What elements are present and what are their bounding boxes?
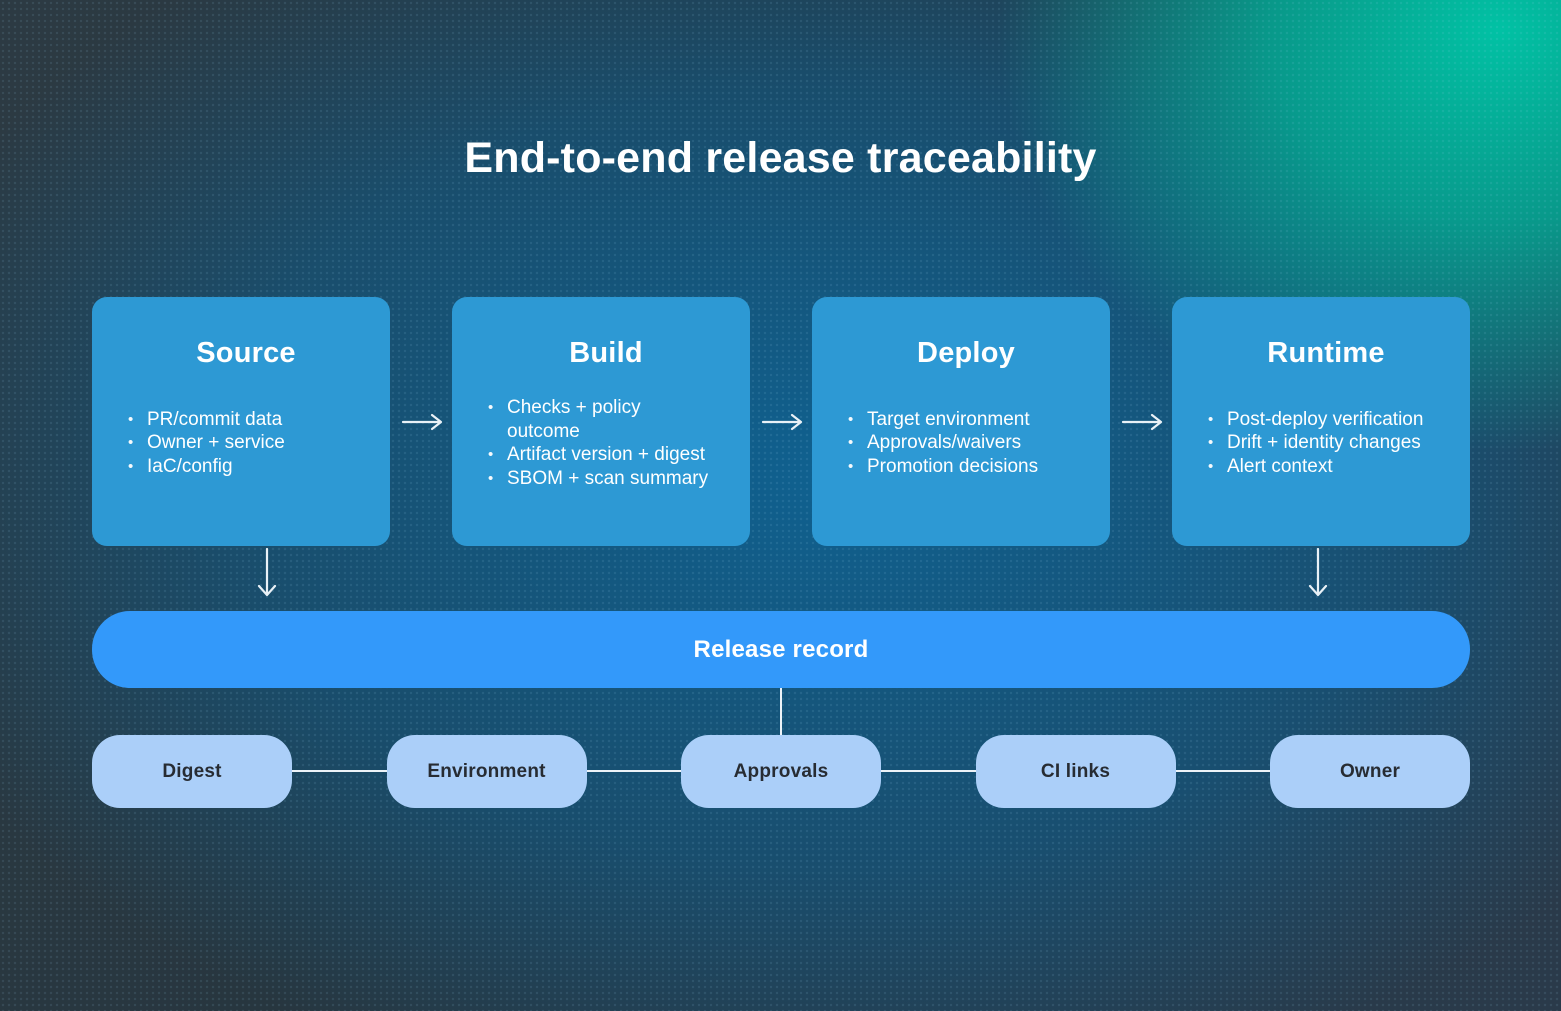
chip-label: CI links	[1040, 760, 1111, 782]
release-record-bar: Release record	[92, 611, 1470, 688]
arrow-down-icon	[257, 548, 277, 598]
stage-card-runtime: Runtime Post-deploy verification Drift +…	[1172, 297, 1470, 546]
stage-bullet: Post-deploy verification	[1208, 408, 1444, 432]
record-fields-row: Digest Environment Approvals CI links Ow…	[92, 735, 1470, 808]
stage-title: Runtime	[1267, 337, 1385, 369]
chip-ci-links: CI links	[975, 735, 1176, 808]
stage-bullet: Target environment	[848, 408, 1084, 432]
stage-bullet: Drift + identity changes	[1208, 431, 1444, 455]
stage-title: Build	[569, 337, 643, 369]
page-title: End-to-end release traceability	[464, 134, 1097, 182]
chip-label: Environment	[427, 760, 546, 782]
chip-label: Owner	[1339, 760, 1401, 782]
arrow-right-icon	[761, 413, 803, 431]
stage-card-source: Source PR/commit data Owner + service Ia…	[92, 297, 390, 546]
stage-bullet-list: PR/commit data Owner + service IaC/confi…	[128, 408, 364, 479]
stage-bullet: Checks + policy outcome	[488, 396, 724, 443]
release-record-label: Release record	[693, 635, 869, 663]
stage-bullet: Approvals/waivers	[848, 431, 1084, 455]
chip-approvals: Approvals	[681, 735, 881, 808]
stage-bullet: PR/commit data	[128, 408, 364, 432]
stage-bullet: Promotion decisions	[848, 455, 1084, 479]
release-to-fields-connector	[780, 688, 782, 735]
chip-label: Digest	[162, 760, 222, 782]
arrow-right-icon	[1121, 413, 1163, 431]
stage-card-build: Build Checks + policy outcome Artifact v…	[452, 297, 750, 546]
stage-bullet: Alert context	[1208, 455, 1444, 479]
stage-bullet: SBOM + scan summary	[488, 467, 724, 491]
stage-bullet-list: Checks + policy outcome Artifact version…	[488, 396, 724, 490]
stages-row: Source PR/commit data Owner + service Ia…	[92, 297, 1470, 546]
chip-owner: Owner	[1270, 735, 1470, 808]
stage-bullet: Artifact version + digest	[488, 443, 724, 467]
stage-bullet-list: Post-deploy verification Drift + identit…	[1208, 408, 1444, 479]
stage-bullet: Owner + service	[128, 431, 364, 455]
stage-title: Source	[196, 337, 296, 369]
stage-bullet-list: Target environment Approvals/waivers Pro…	[848, 408, 1084, 479]
stage-card-deploy: Deploy Target environment Approvals/waiv…	[812, 297, 1110, 546]
chip-label: Approvals	[733, 760, 829, 782]
chip-digest: Digest	[92, 735, 292, 808]
stage-title: Deploy	[917, 337, 1015, 369]
stage-bullet: IaC/config	[128, 455, 364, 479]
chip-environment: Environment	[386, 735, 587, 808]
arrow-down-icon	[1308, 548, 1328, 598]
arrow-right-icon	[401, 413, 443, 431]
